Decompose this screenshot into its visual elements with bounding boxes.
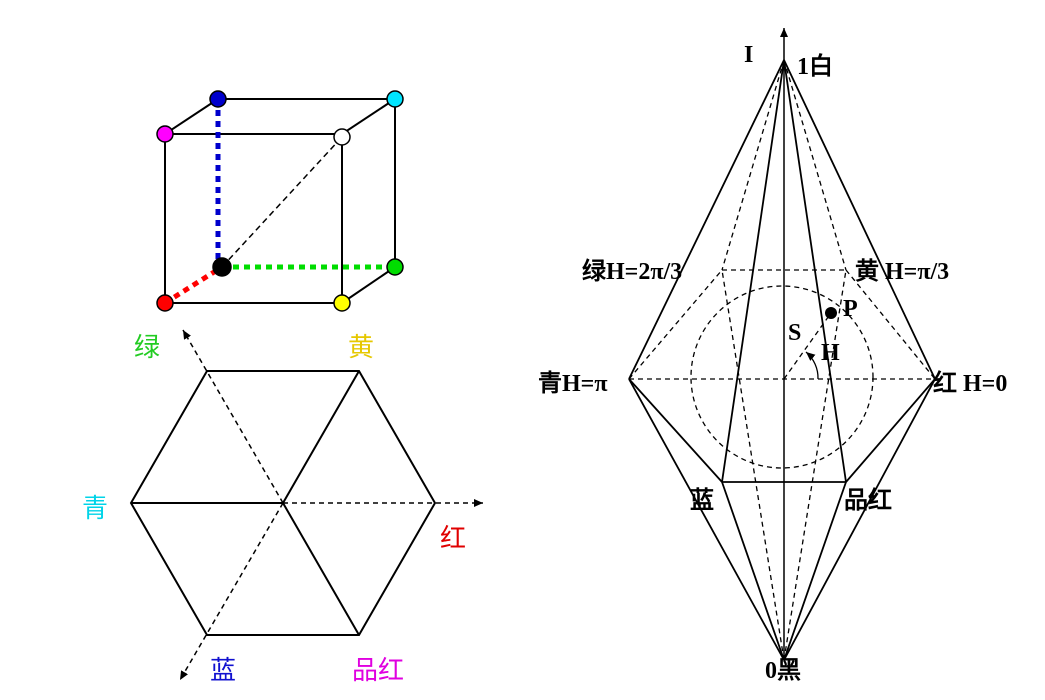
label-point-p: P <box>843 296 858 322</box>
cube-edge <box>341 266 396 304</box>
label-black: 0黑 <box>765 658 801 684</box>
label-cyan: 青 <box>82 494 108 524</box>
label-blue: 蓝 <box>210 656 236 686</box>
edge-bottom-yellow <box>783 269 847 661</box>
vertex-green <box>386 258 404 276</box>
vertex-black <box>212 257 232 277</box>
label-green: 绿 <box>134 333 160 363</box>
hex-edge-magenta-red <box>845 378 936 483</box>
edge-top-blue <box>721 59 785 483</box>
vertex-blue <box>209 90 227 108</box>
label-hue-angle: H <box>821 340 840 366</box>
edge-bottom-blue <box>721 481 785 661</box>
hexagon-spoke <box>282 370 360 504</box>
edge-bottom-cyan <box>628 378 785 661</box>
label-yellow: 黄 <box>348 333 374 363</box>
hex-edge-yellow-red <box>845 269 936 380</box>
label-intensity: I <box>744 42 753 68</box>
label-magenta-vertex: 品红 <box>844 486 892 514</box>
vertex-yellow <box>333 294 351 312</box>
cube-vertices <box>156 90 404 312</box>
label-red-hue: 红 H=0 <box>933 369 1007 397</box>
saturation-circle <box>690 285 874 469</box>
label-blue-vertex: 蓝 <box>690 487 714 514</box>
vertex-magenta <box>156 125 174 143</box>
hex-edge-cyan-green <box>628 269 723 380</box>
vertex-red <box>156 294 174 312</box>
edge-top-red <box>783 59 936 380</box>
label-saturation: S <box>788 320 801 346</box>
vertex-white <box>333 128 351 146</box>
red-axis <box>163 264 224 306</box>
gray-diagonal <box>221 136 343 268</box>
edge-bottom-green <box>721 269 785 661</box>
edge-bottom-red <box>783 378 936 661</box>
label-red: 红 <box>440 524 466 554</box>
label-green-hue: 绿H=2π/3 <box>582 257 682 285</box>
edge-top-green <box>721 59 785 271</box>
label-cyan-hue: 青H=π <box>538 370 608 397</box>
hidden-edges <box>628 59 936 661</box>
vertex-cyan <box>386 90 404 108</box>
hsi-bicone <box>628 28 936 661</box>
label-yellow-hue: 黄 H=π/3 <box>855 258 949 285</box>
hexagon-spoke <box>282 502 360 636</box>
edge-top-cyan <box>628 59 785 380</box>
blue-direction-arrow <box>179 502 284 681</box>
label-magenta: 品红 <box>352 656 404 686</box>
cube-edge <box>164 98 219 135</box>
point-p <box>825 307 837 319</box>
hue-hexagon <box>129 370 437 636</box>
hue-angle-arc <box>805 351 819 380</box>
green-direction-arrow <box>182 329 284 504</box>
edge-bottom-magenta <box>783 481 847 661</box>
hex-edge-cyan-blue <box>628 378 723 483</box>
cube-edge <box>341 98 396 135</box>
edge-top-yellow <box>783 59 847 271</box>
edge-top-magenta <box>783 59 847 483</box>
rgb-cube <box>164 98 396 304</box>
saturation-vector <box>783 312 832 380</box>
hexagon-axes <box>179 329 483 681</box>
label-white: 1白 <box>797 52 833 80</box>
